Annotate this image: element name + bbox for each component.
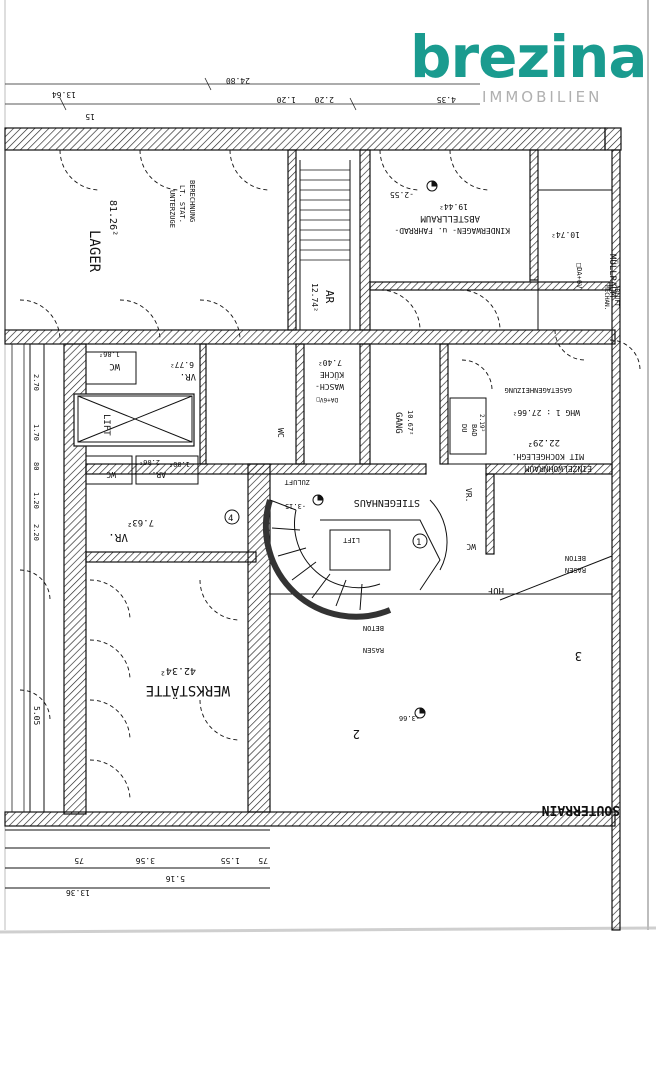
room-dubad-area: 2.19² — [478, 414, 485, 432]
room-lager-note1: UNTERZUGE — [168, 190, 176, 228]
room-hof-level: -3.66 — [399, 714, 420, 722]
room-vr1-area: 6.77² — [170, 360, 194, 369]
room-muellraum-note2: MECHAN. — [603, 285, 610, 310]
room-wc3-area: 1.00² — [169, 460, 190, 468]
dim-top-6: 4.35 — [437, 95, 456, 104]
room-muellraum-name: MÜLLRAUM — [607, 254, 618, 298]
dim-bottom-4: 75 — [258, 856, 268, 865]
room-wohnung-name1: EINZELWOHNRAUM — [524, 464, 592, 473]
room-ar-top-name: AR — [323, 290, 336, 304]
marker-3: 3 — [575, 649, 582, 663]
room-wohnung-area: 22.29² — [527, 437, 560, 447]
stair-steps-top — [300, 169, 350, 261]
spiral-staircase — [263, 499, 448, 620]
room-dubad-name1: DU — [460, 424, 468, 432]
room-lager-name: LAGER — [86, 230, 102, 273]
room-hof-surface2: BETON — [363, 624, 384, 632]
room-muellraum-note: □DA+6V — [575, 263, 583, 289]
room-wc3-name: WC — [106, 470, 116, 479]
room-hof-surface1: RASEN — [363, 646, 384, 654]
room-stiegenhaus-name: STIEGENHAUS — [354, 497, 420, 508]
room-wohnung-heating: GASETAGENHEIZUNG — [505, 386, 572, 394]
room-waschkueche-name2: KÜCHE — [320, 370, 344, 380]
dim-left-5: 2.20 — [32, 524, 40, 541]
dim-bottom-1: 75 — [74, 856, 84, 865]
dim-left-4: 1.20 — [32, 492, 40, 509]
room-vr3-name: VR. — [464, 488, 473, 502]
room-lager-area: 81.26² — [107, 200, 118, 236]
room-wc1-name: WC — [109, 361, 120, 371]
room-wohnung-title: WHG 1 : 27.66² — [513, 408, 580, 417]
floor-label: SOUTERRAIN — [542, 802, 620, 817]
room-vr2-area: 7.63² — [127, 517, 154, 527]
room-waschkueche-note: DA+6V□ — [316, 396, 338, 403]
room-gang-name: GANG — [393, 412, 403, 434]
door-arcs — [19, 149, 641, 801]
marker-1: 1 — [416, 538, 421, 548]
dim-top-3: 24.80 — [226, 76, 250, 85]
room-vr2-name: VR. — [108, 531, 128, 544]
room-ar-top-area: 12.74² — [310, 283, 319, 312]
room-hof-name: HOF — [488, 585, 504, 595]
room-wc1-area: 1.86² — [99, 350, 120, 358]
top-dimension-lines — [5, 77, 480, 111]
room-gang-area: 10.67² — [406, 410, 414, 435]
dim-left-3: 80 — [32, 462, 40, 470]
dim-bottom-total: 13.36 — [66, 888, 90, 897]
paper-fold-line — [0, 926, 656, 934]
room-lager-note3: BERECHNUNG — [188, 180, 196, 222]
room-stiegenhaus-lift: LIFT — [342, 536, 360, 544]
room-waschkueche-name1: WASCH- — [315, 382, 344, 391]
room-werkstaette-area: 42.34² — [160, 665, 196, 676]
brand-tagline: IMMOBILIEN — [482, 88, 603, 106]
dim-left-6: 5.05 — [32, 706, 41, 725]
room-abstellraum-name1: KINDERWAGEN- u. FAHRRAD- — [394, 226, 510, 235]
dim-left-1: 2.70 — [32, 374, 40, 391]
dim-top-5: 2.20 — [315, 95, 334, 104]
room-ar2-area: 2.06² — [139, 458, 160, 466]
room-muellraum-area: 10.74² — [551, 230, 580, 239]
dim-top-2: 15 — [85, 112, 95, 121]
room-stiegenhaus-level: -3.15 — [285, 502, 306, 510]
brand-name: brezina — [410, 23, 648, 91]
marker-4: 4 — [228, 514, 233, 524]
hof-surface-top-1: RASEN — [565, 566, 586, 574]
room-dubad-name2: BAD — [470, 424, 478, 437]
room-abstellraum-name2: ABSTELLRAUM — [420, 213, 480, 223]
room-werkstaette-name: WERKSTÄTTE — [146, 682, 230, 700]
brand-logo: brezina IMMOBILIEN — [410, 22, 648, 112]
dim-top-4: 1.20 — [277, 95, 296, 104]
dim-bottom-5: 5.16 — [166, 874, 185, 883]
room-abstellraum-level: -2.55 — [390, 190, 414, 199]
dim-bottom-2: 3.56 — [136, 856, 155, 865]
room-abstellraum-area: 19.44² — [439, 202, 468, 211]
room-waschkueche-area: 7.40² — [318, 358, 342, 367]
room-ar2-name: AR. — [152, 470, 166, 479]
interior-lines — [4, 149, 613, 889]
room-labels: LAGER 81.26² UNTERZUGE LT. STAT. BERECHN… — [86, 180, 620, 722]
section-markers — [224, 509, 428, 549]
paper-edge — [0, 930, 656, 1080]
room-wohnung-name2: MIT KOCHGELEGH. — [512, 452, 584, 461]
dim-top-1: 13.64 — [52, 90, 76, 99]
level-markers — [312, 180, 438, 719]
room-stiegenhaus-note: ZULUFT — [284, 478, 310, 486]
room-wc2-name: WC — [276, 428, 285, 438]
room-lager-note2: LT. STAT. — [178, 185, 186, 223]
marker-2: 2 — [353, 727, 360, 741]
room-vr1-name: VR. — [180, 371, 196, 381]
left-dimension-lines — [11, 344, 25, 812]
hof-surface-top-2: BETON — [565, 554, 586, 562]
dim-bottom-3: 1.55 — [221, 856, 240, 865]
dim-left-2: 1.70 — [32, 424, 40, 441]
room-lift-name: LIFT — [101, 414, 111, 436]
room-wc4-name: WC — [466, 542, 476, 551]
room-muellraum-note3: ABLUFT — [613, 285, 620, 307]
